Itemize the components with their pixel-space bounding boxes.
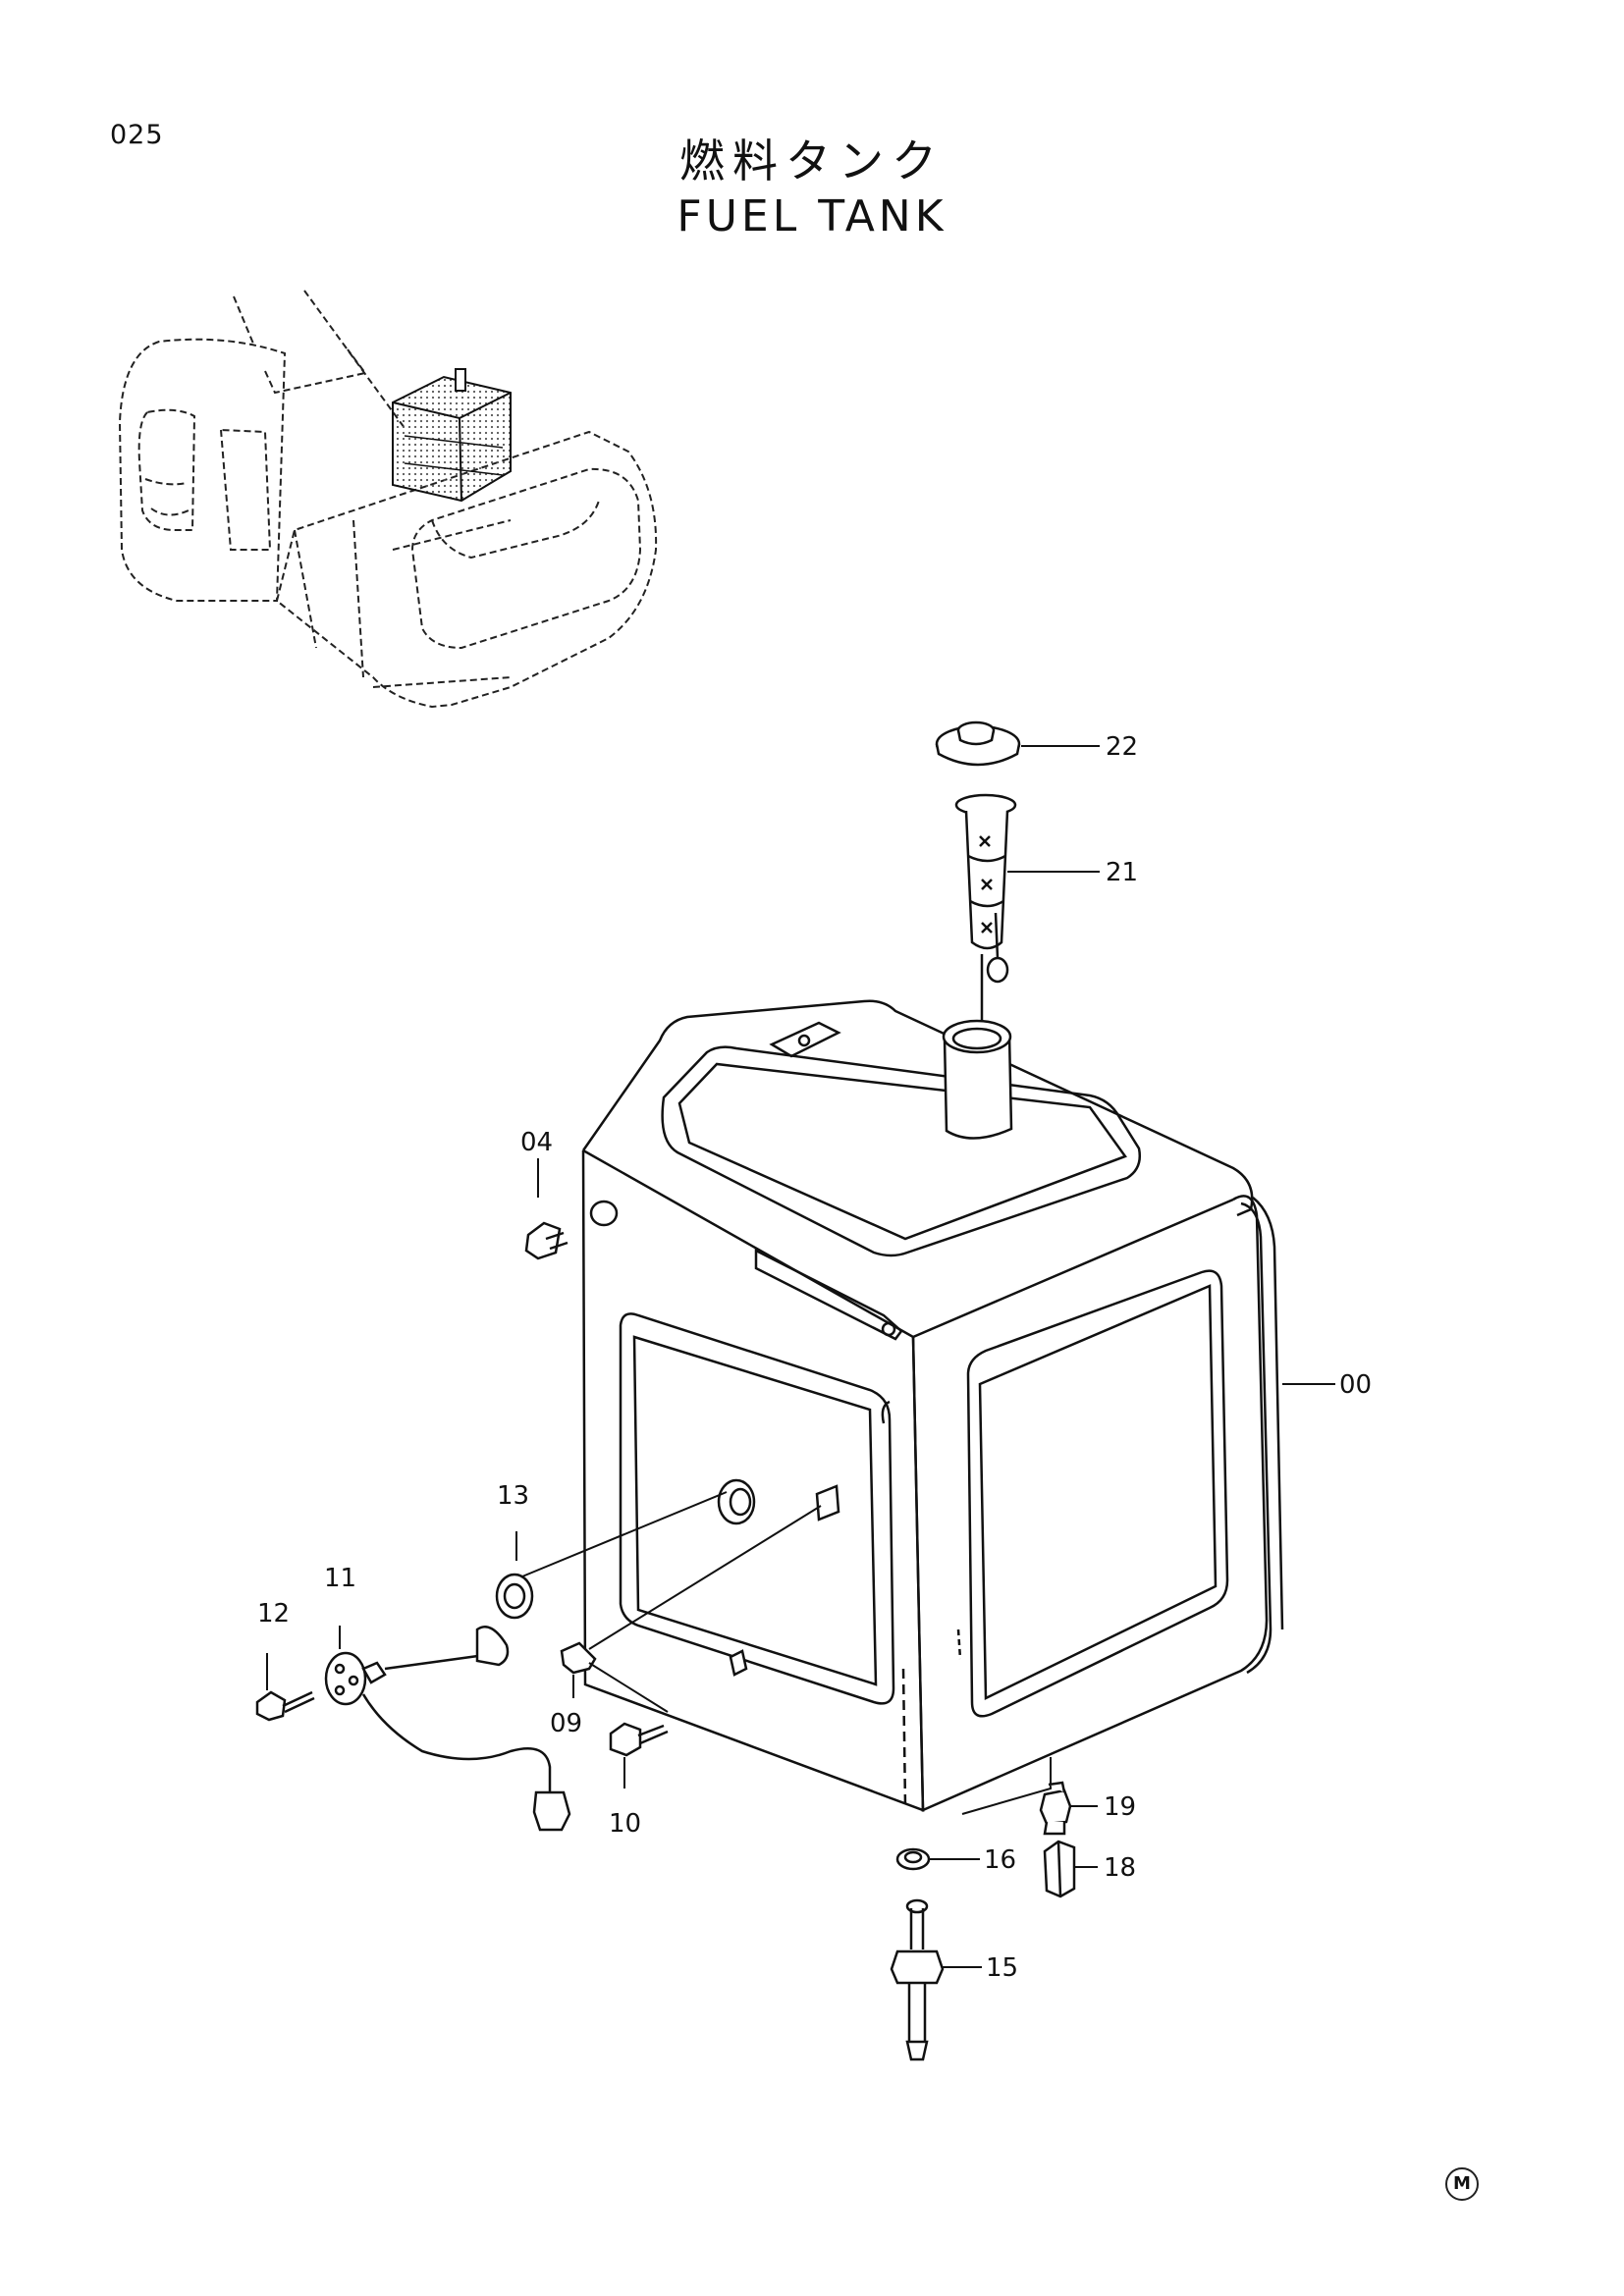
callout-21: 21 (1106, 858, 1138, 887)
drain-cap-18 (1043, 1840, 1076, 1898)
callout-00: 00 (1339, 1370, 1372, 1400)
overview-tank-highlight (392, 368, 512, 503)
tank-clip (729, 1484, 840, 1677)
drain-valve-15 (890, 1898, 945, 2061)
page-number: 025 (110, 120, 164, 150)
drain-cock-19 (1039, 1781, 1072, 1836)
title-block: 燃料タンク FUEL TANK (0, 133, 1624, 245)
callout-22: 22 (1106, 732, 1138, 762)
fuel-cap-22 (935, 721, 1021, 767)
callout-15: 15 (986, 1953, 1018, 1983)
plug-04 (524, 1200, 619, 1260)
callout-labels: 22 21 04 00 13 11 12 09 10 19 16 18 15 (257, 732, 1372, 1983)
fuel-tank-body (581, 999, 1284, 1815)
callout-18: 18 (1104, 1853, 1136, 1883)
callout-13: 13 (497, 1481, 529, 1511)
callout-04: 04 (520, 1128, 553, 1157)
callout-16: 16 (984, 1845, 1016, 1875)
callout-12: 12 (257, 1599, 290, 1629)
manufacturer-mark: M (1445, 2167, 1479, 2201)
callout-09: 09 (550, 1709, 582, 1738)
callout-10: 10 (609, 1809, 641, 1839)
title-english: FUEL TANK (677, 191, 947, 241)
callout-19: 19 (1104, 1792, 1136, 1822)
washer-16 (895, 1847, 931, 1871)
title-japanese: 燃料タンク (679, 134, 945, 187)
filler-neck (942, 1019, 1013, 1140)
gasket-13 (495, 1478, 756, 1620)
callout-11: 11 (324, 1564, 356, 1593)
leader-lines (266, 745, 1335, 1968)
excavator-overview (118, 290, 658, 709)
clip-09 (560, 1641, 597, 1675)
strainer-21 (954, 793, 1017, 1021)
bolt-10 (609, 1722, 669, 1757)
screw-12 (255, 1690, 315, 1722)
fuel-sender-11 (324, 1626, 571, 1832)
